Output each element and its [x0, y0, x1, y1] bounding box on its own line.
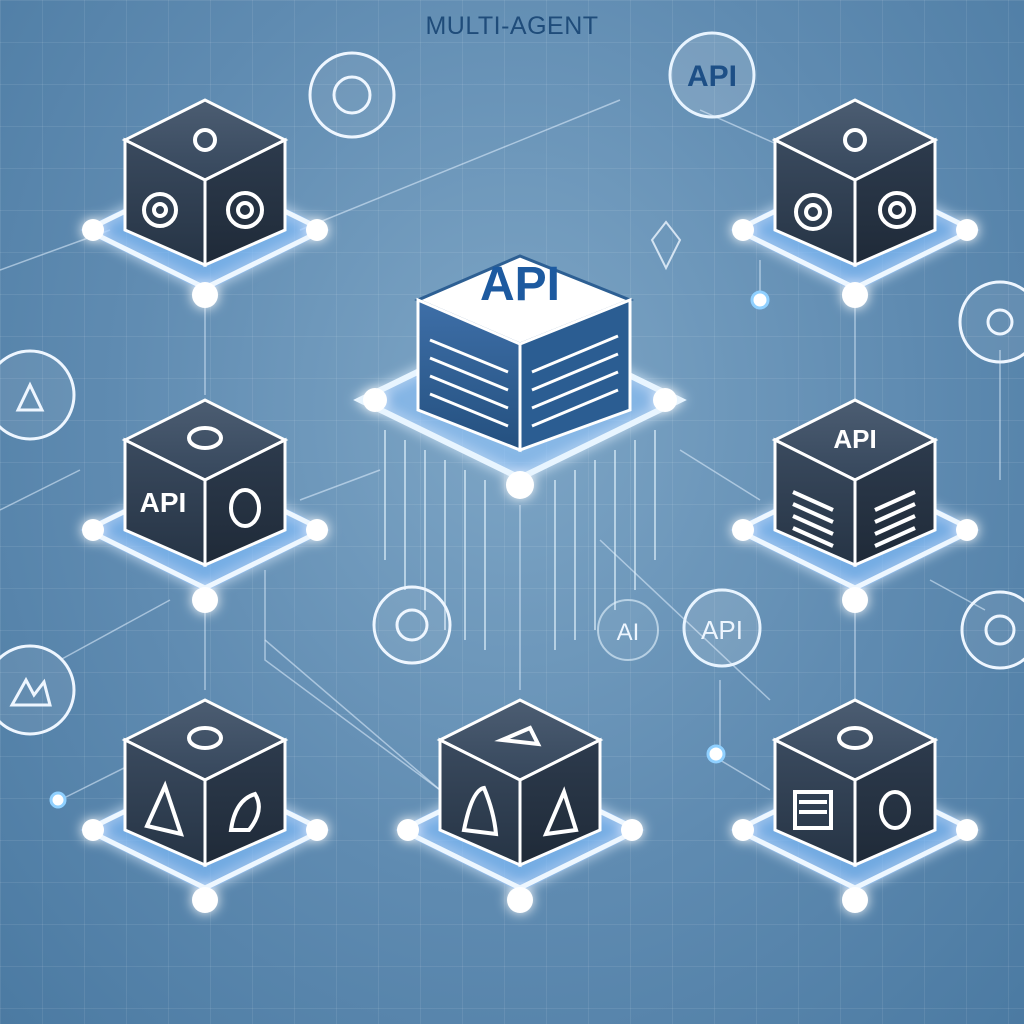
- agent-cube-top-right[interactable]: [730, 98, 980, 308]
- api-hub-server: API: [414, 254, 635, 453]
- floating-badge-api-top: API: [668, 31, 756, 119]
- agent-cube-mid-right[interactable]: API: [730, 398, 980, 613]
- target-icon: [958, 280, 1024, 364]
- floating-badge-ai: AI: [597, 599, 659, 661]
- svg-text:AI: AI: [617, 619, 640, 646]
- agent-cube-bottom-right[interactable]: [730, 698, 980, 913]
- ring-icon: [187, 426, 261, 528]
- svg-text:API: API: [701, 615, 743, 645]
- mountain-icon: [0, 644, 76, 736]
- triangle-icon: [144, 726, 261, 837]
- gear-icon: [142, 128, 264, 229]
- floating-badge-api-right: API: [682, 588, 762, 668]
- alert-icon: [0, 349, 76, 441]
- diagram-title: MULTI-AGENT: [425, 12, 599, 40]
- svg-text:API: API: [687, 60, 737, 93]
- document-lines-icon: [792, 490, 916, 548]
- cube-api-label: API: [833, 424, 876, 454]
- connector-nodes: [49, 290, 770, 809]
- diamond-icon: [650, 220, 682, 271]
- agent-cube-bottom-center[interactable]: [395, 698, 645, 913]
- cube-api-label: API: [140, 487, 187, 518]
- hub-api-label: API: [480, 258, 560, 311]
- agent-cube-mid-left[interactable]: API: [80, 398, 330, 613]
- document-lines-icon: [793, 726, 911, 830]
- agent-cube-bottom-left[interactable]: [80, 698, 330, 913]
- triangle-icon: [461, 725, 579, 837]
- gear-icon: [308, 51, 396, 139]
- data-streams: [384, 430, 656, 650]
- gear-icon: [372, 585, 452, 665]
- gear-icon: [794, 128, 916, 231]
- gear-icon: [960, 590, 1024, 670]
- agent-cube-top-left[interactable]: [80, 98, 330, 308]
